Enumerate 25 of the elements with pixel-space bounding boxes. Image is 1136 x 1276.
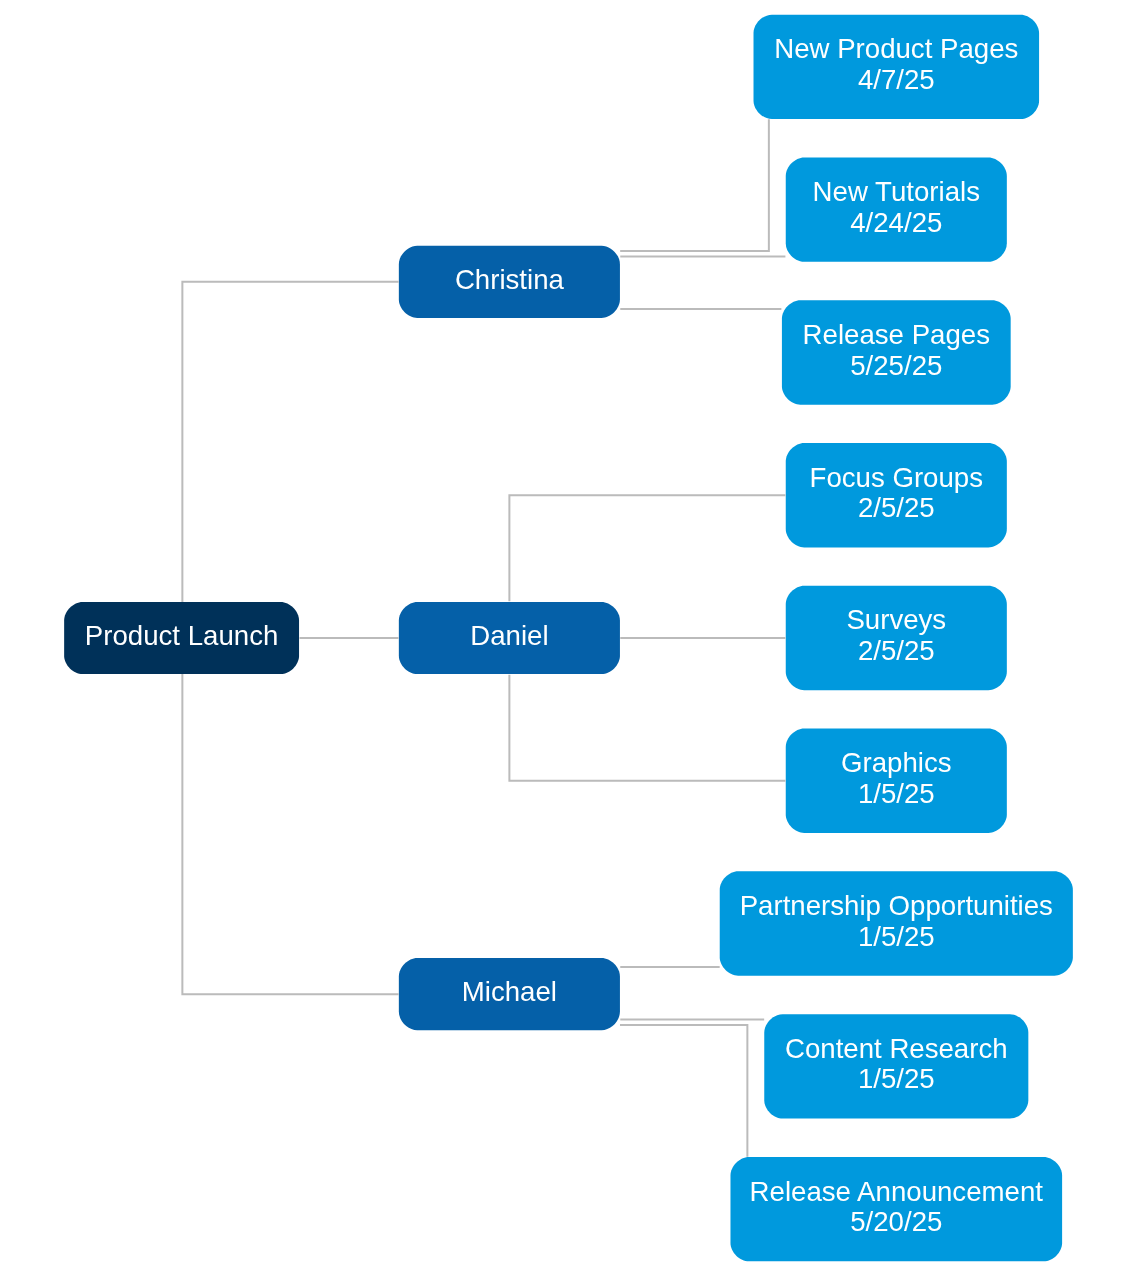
node-box: Release Announcement 5/20/25 — [730, 1156, 1062, 1262]
node-box: Content Research 1/5/25 — [763, 1014, 1028, 1119]
connector — [618, 308, 782, 311]
connector — [618, 255, 786, 258]
node-box: Surveys 2/5/25 — [785, 585, 1007, 691]
node-box: Focus Groups 2/5/25 — [785, 443, 1007, 548]
connector — [618, 965, 721, 968]
node-box: Product Launch — [63, 601, 299, 675]
connector — [180, 280, 400, 603]
node-box: New Product Pages 4/7/25 — [753, 14, 1039, 120]
connector — [298, 637, 400, 639]
connector — [618, 118, 770, 253]
connector — [618, 1018, 765, 1021]
node-box: Graphics 1/5/25 — [785, 728, 1007, 833]
node-box: New Tutorials 4/24/25 — [785, 157, 1007, 262]
node-box: Michael — [398, 958, 620, 1031]
connector — [180, 673, 400, 996]
node-box: Daniel — [398, 601, 620, 675]
node-box: Release Pages 5/25/25 — [781, 300, 1011, 405]
connector — [507, 673, 786, 782]
connector — [507, 494, 786, 603]
node-box: Partnership Opportunities 1/5/25 — [719, 871, 1073, 976]
node-box: Christina — [398, 245, 620, 318]
connector — [618, 637, 786, 639]
connector — [618, 1023, 748, 1158]
